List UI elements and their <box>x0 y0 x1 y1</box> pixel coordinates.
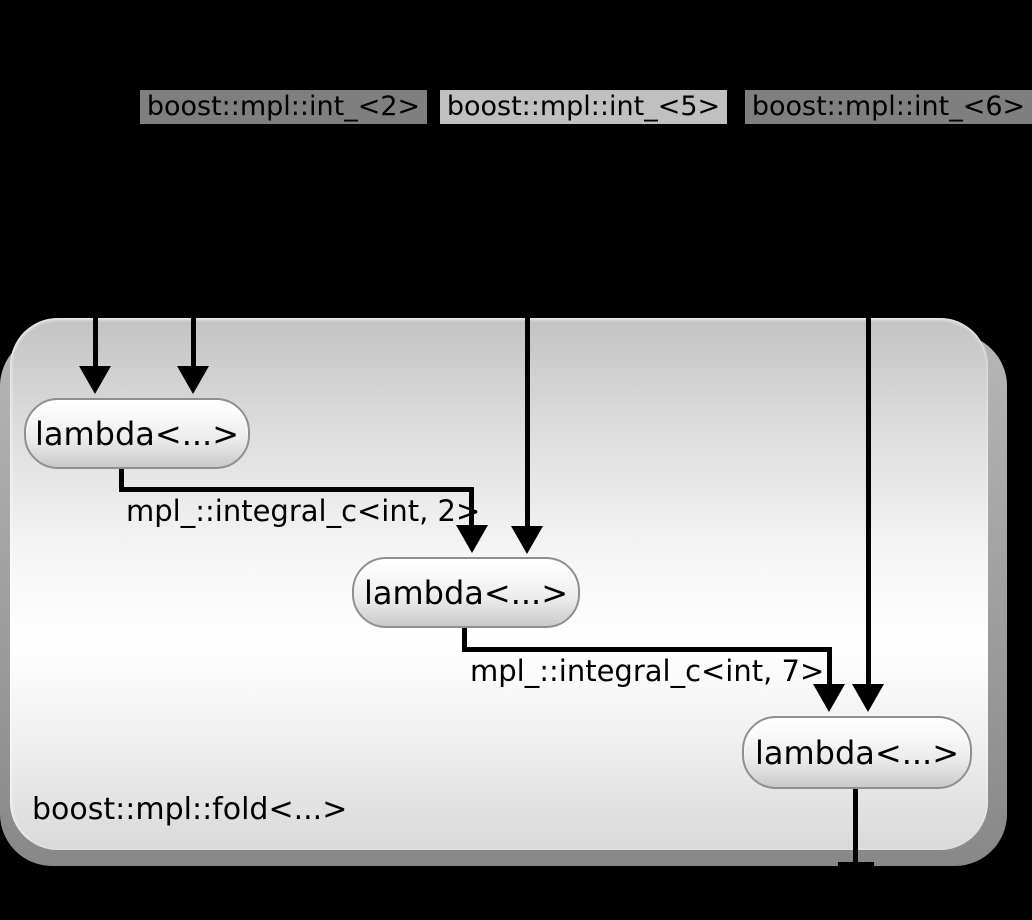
arrow-shaft-int6-to-lambda3 <box>866 124 871 686</box>
arrowhead-edge1-into-lambda2 <box>456 525 488 553</box>
lambda-node-2-label: lambda<...> <box>363 573 569 612</box>
edge1-segment-vertical-start <box>119 468 124 492</box>
text-descender-notch <box>322 124 336 128</box>
arrowhead-int5-to-lambda2 <box>511 526 543 554</box>
arrowhead-edge2-into-lambda3 <box>813 684 845 712</box>
edge3-tail-crossbar <box>838 862 874 867</box>
text-descender-notch <box>785 124 790 129</box>
arrowhead-into-lambda1-a <box>79 366 111 394</box>
edge3-segment-vertical-tail <box>853 789 858 866</box>
arrow-shaft-into-lambda1-a <box>93 124 98 368</box>
type-label-int-6: boost::mpl::int_<6> <box>745 90 1032 124</box>
text-descender-notch <box>587 124 601 128</box>
edge2-segment-vertical-start <box>462 628 467 652</box>
lambda-node-1: lambda<...> <box>24 398 250 469</box>
edge2-segment-horizontal <box>462 647 832 652</box>
lambda-node-2: lambda<...> <box>352 557 580 628</box>
text-descender-notch <box>182 124 187 129</box>
text-descender-notch <box>515 124 524 128</box>
fold-container-label: boost::mpl::fold<...> <box>32 792 348 827</box>
arrow-shaft-int5-to-lambda2 <box>525 124 530 528</box>
text-descender-notch <box>250 124 259 128</box>
text-descender-notch <box>470 124 475 129</box>
edge-label-integral-c-7: mpl_::integral_c<int, 7> <box>470 654 825 688</box>
edge1-segment-horizontal <box>119 487 474 492</box>
type-label-int-5: boost::mpl::int_<5> <box>440 90 727 124</box>
lambda-node-1-label: lambda<...> <box>34 414 240 453</box>
edge-label-integral-c-2: mpl_::integral_c<int, 2> <box>126 494 481 528</box>
edge1-segment-vertical-end <box>469 487 474 527</box>
edge2-segment-vertical-end <box>827 647 832 686</box>
lambda-node-3-label: lambda<...> <box>754 733 960 772</box>
arrow-shaft-into-lambda1-b <box>191 124 196 368</box>
arrowhead-into-lambda1-b <box>177 366 209 394</box>
lambda-node-3: lambda<...> <box>742 716 972 789</box>
text-descender-notch <box>920 124 934 128</box>
arrowhead-int6-to-lambda3 <box>852 684 884 712</box>
type-label-int-2: boost::mpl::int_<2> <box>140 90 427 124</box>
text-descender-notch <box>850 124 859 128</box>
